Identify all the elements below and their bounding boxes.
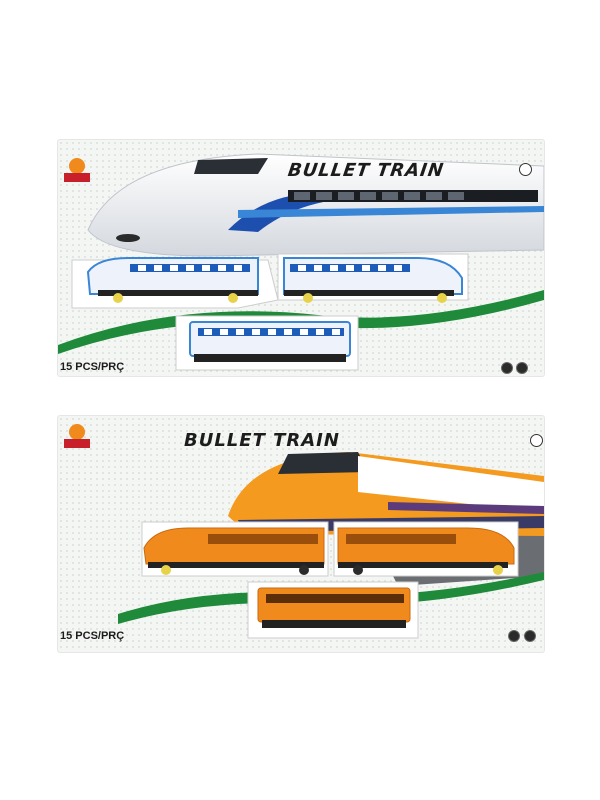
- train-scene-orange: [58, 416, 544, 652]
- age-warning-icon: [530, 434, 543, 447]
- age-warning-icon: [519, 163, 532, 176]
- product-title: BULLET TRAIN: [286, 160, 446, 181]
- toy-locomotive-rear: [283, 257, 463, 303]
- pieces-count: 15 PCS/PRÇ: [60, 630, 125, 642]
- toy-locomotive-front: [143, 527, 325, 575]
- toy-locomotive-rear: [337, 527, 515, 575]
- brand-logo: [62, 422, 92, 450]
- product-box-orange: BULLET TRAIN 15 PCS/PRÇ: [58, 416, 544, 652]
- sound-icon: [516, 362, 528, 374]
- brand-logo: [62, 156, 92, 184]
- sound-icon: [524, 630, 536, 642]
- toy-passenger-car: [257, 587, 411, 628]
- light-icon: [508, 630, 520, 642]
- product-title: BULLET TRAIN: [184, 430, 340, 451]
- light-icon: [501, 362, 513, 374]
- product-box-blue: BULLET TRAIN 15 PCS/PRÇ: [58, 140, 544, 376]
- train-scene-blue: [58, 140, 544, 376]
- pieces-count: 15 PCS/PRÇ: [60, 361, 125, 373]
- toy-passenger-car: [189, 321, 351, 362]
- toy-locomotive-front: [86, 257, 259, 303]
